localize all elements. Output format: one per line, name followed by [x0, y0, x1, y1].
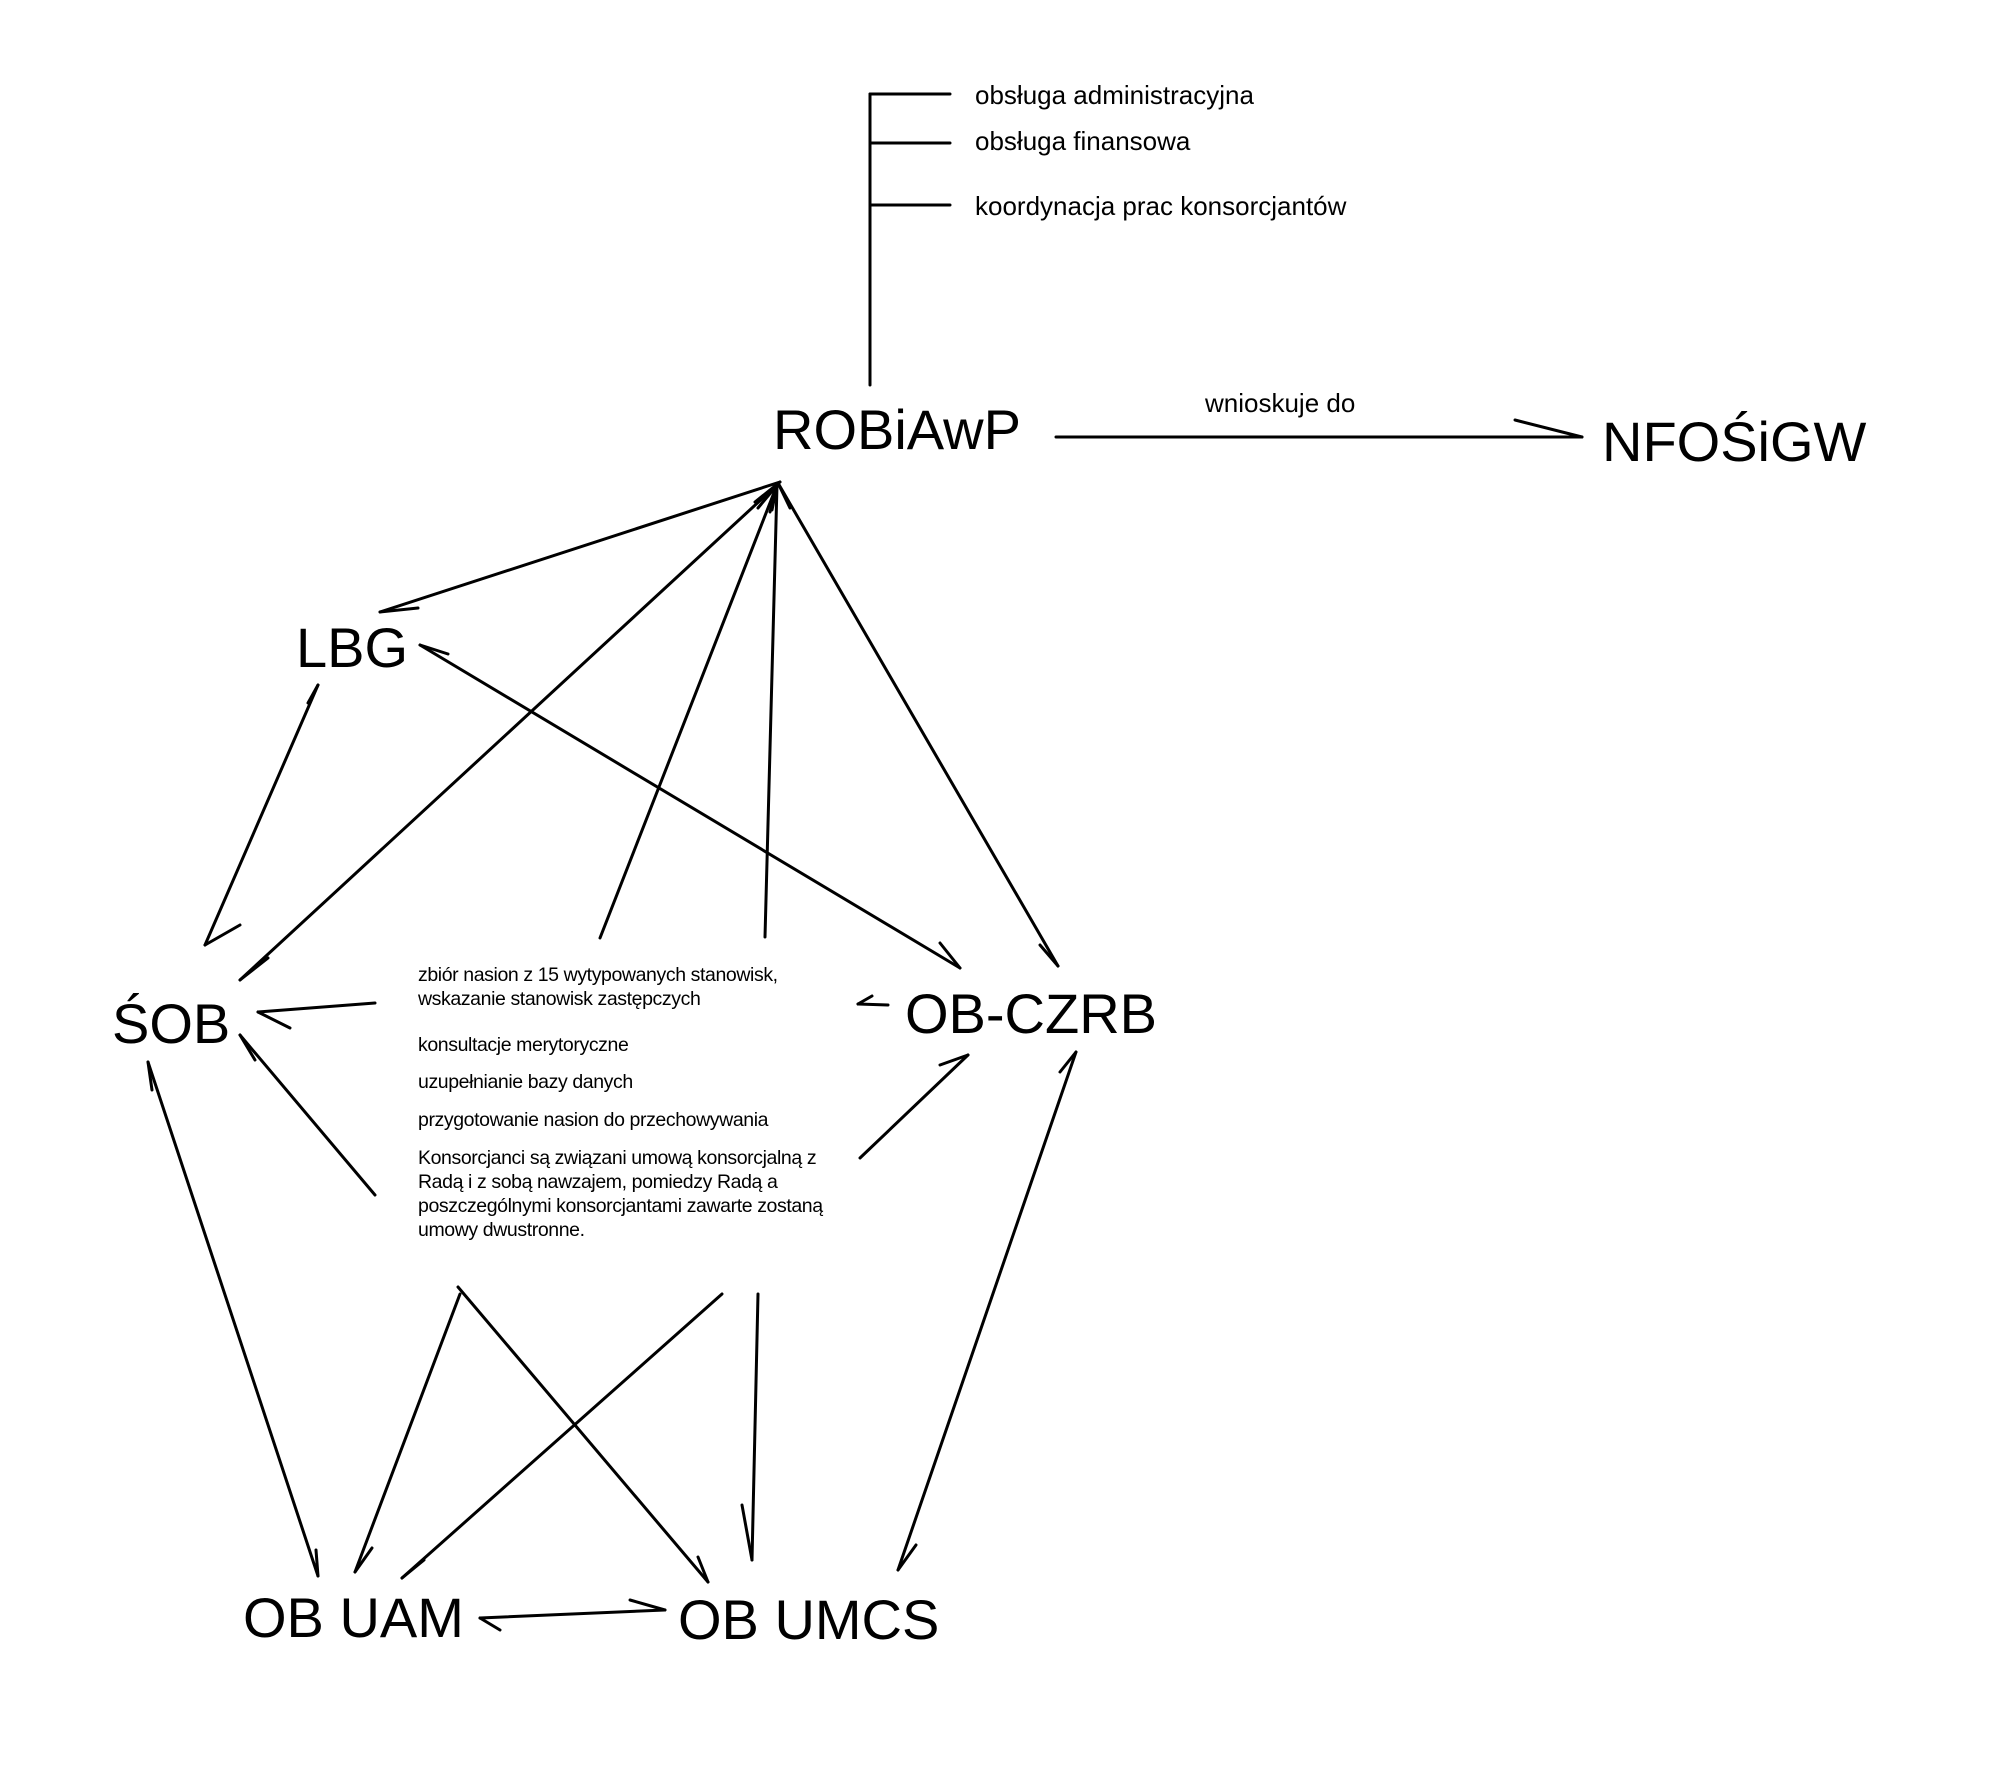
edge-tasks-ob-uam-left: [353, 1292, 462, 1574]
edge-tasks-sob-lower: [238, 1033, 377, 1197]
functions-bracket: [868, 92, 952, 387]
task-seed-preparation: przygotowanie nasion do przechowywania: [418, 1109, 769, 1131]
edge-lbg-robiawp: [378, 480, 782, 614]
edge-ob-uam-ob-umcs: [478, 1598, 667, 1632]
edge-tasks-ob-czrb: [856, 994, 890, 1007]
function-note: obsługa administracyjna: [975, 80, 1254, 110]
edge-lbg-sob: [203, 683, 320, 947]
edge-ob-czrb-ob-umcs: [896, 1050, 1078, 1572]
edge-tasks-robiawp-center: [763, 483, 779, 939]
task-consultations: konsultacje merytoryczne: [418, 1034, 629, 1056]
edge-robiawp-sob: [238, 482, 780, 982]
node-lbg: LBG: [296, 616, 409, 679]
node-ob-czrb: OB-CZRB: [905, 982, 1157, 1045]
node-ob-umcs: OB UMCS: [678, 1588, 940, 1651]
function-note: koordynacja prac konsorcjantów: [975, 191, 1347, 221]
edge-label-wnioskuje: wnioskuje do: [1205, 388, 1356, 418]
edge-tasks-robiawp-left: [598, 483, 779, 940]
node-robiawp: ROBiAwP: [773, 398, 1021, 461]
edge-sob-ob-uam: [146, 1060, 320, 1578]
edge-tasks-ob-czrb-lower: [858, 1053, 970, 1160]
edge-lbg-ob-czrb: [418, 643, 962, 970]
edge-tasks-ob-uam-right: [400, 1292, 724, 1580]
edge-robiawp-nfosigw: [1054, 418, 1584, 439]
task-seed-collection: zbiór nasion z 15 wytypowanych stanowisk…: [418, 964, 778, 1010]
edge-tasks-ob-umcs-left: [456, 1285, 710, 1584]
edge-tasks-ob-umcs-right: [740, 1292, 760, 1562]
task-database: uzupełnianie bazy danych: [418, 1071, 633, 1093]
edge-robiawp-ob-czrb: [776, 481, 1060, 968]
edge-tasks-sob: [256, 1001, 377, 1030]
node-ob-uam: OB UAM: [243, 1586, 464, 1649]
node-nfosigw: NFOŚiGW: [1602, 410, 1867, 473]
task-agreements-note: Konsorcjanci są związani umową konsorcja…: [418, 1147, 823, 1241]
function-note: obsługa finansowa: [975, 126, 1191, 156]
node-sob: ŚOB: [112, 992, 231, 1055]
